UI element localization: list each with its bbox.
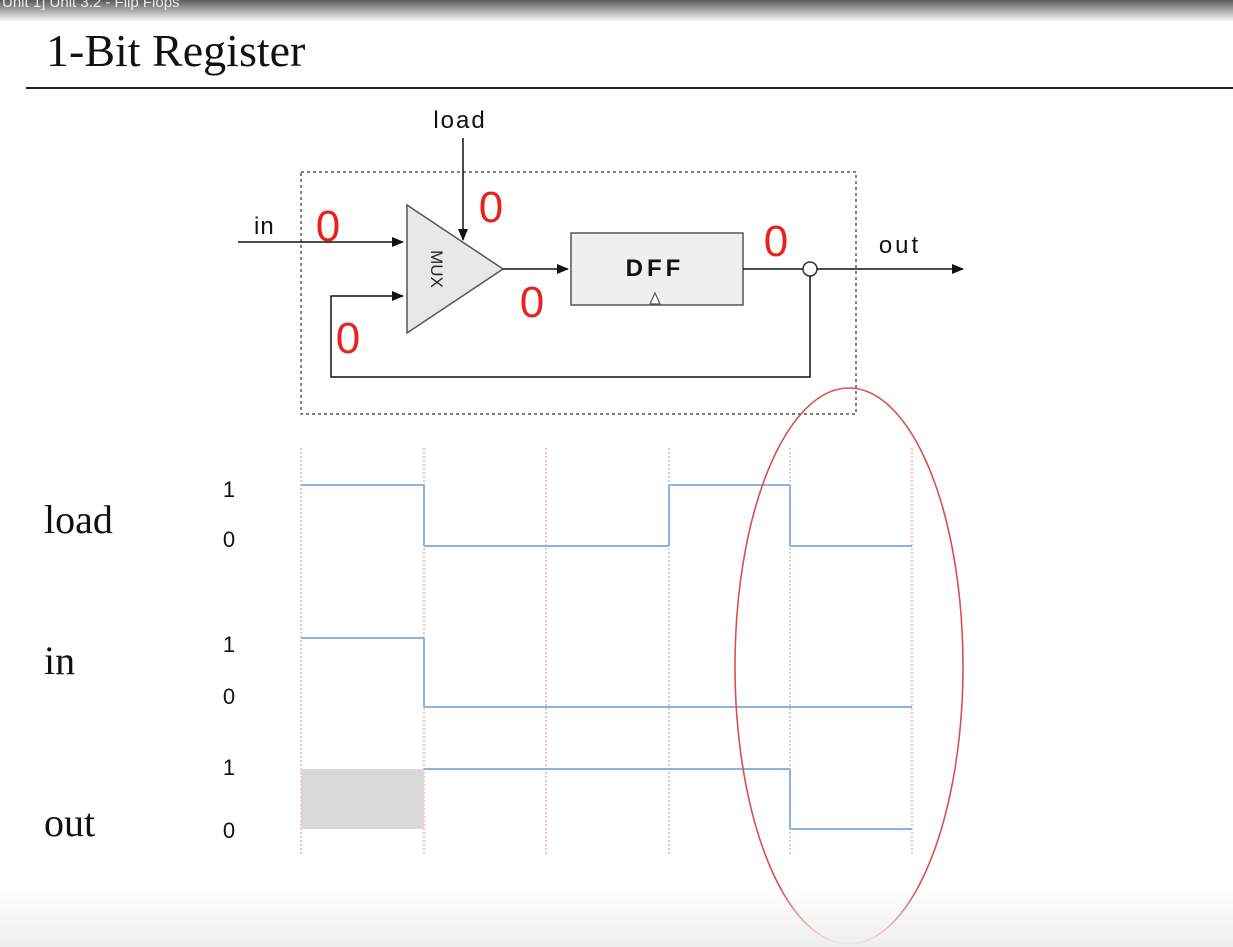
dff-label: DFF [626,255,685,282]
mux-gate [406,203,505,335]
highlight-ellipse [734,387,964,945]
clock-triangle-icon [649,291,661,305]
signal-name-load: load [44,497,113,542]
signal-name-out: out [44,800,95,845]
junction-node [802,261,818,277]
timing-diagram: load 1 0 in 1 0 out 1 0 [44,387,964,945]
out-output-label: out [879,232,921,259]
dff-output-value: 0 [764,217,788,266]
feedback-wire [330,276,811,378]
level-label-high: 1 [223,755,235,780]
title-divider [26,87,1233,89]
in-value: 0 [316,202,340,251]
level-label-low: 0 [223,818,235,843]
level-label-low: 0 [223,527,235,552]
video-title-bar: Unit 1] Unit 3.2 - Flip Flops [0,0,1233,22]
load-value: 0 [479,183,503,232]
feedback-value: 0 [336,314,360,363]
signal-name-in: in [44,638,75,683]
load-input-label: load [433,107,486,134]
mux-label: MUX [427,250,446,288]
unknown-state-block [301,769,424,829]
register-boundary [300,171,857,415]
level-label-low: 0 [223,684,235,709]
level-label-high: 1 [223,632,235,657]
circuit: load in MUX DFF out 0 0 0 0 0 [238,107,964,415]
in-input-label: in [254,213,275,240]
video-title: Unit 1] Unit 3.2 - Flip Flops [2,0,180,11]
bottom-fade [0,887,1233,947]
slide-title: 1-Bit Register [46,25,306,76]
mux-output-value: 0 [520,278,544,327]
dff-block [570,232,744,306]
level-label-high: 1 [223,477,235,502]
